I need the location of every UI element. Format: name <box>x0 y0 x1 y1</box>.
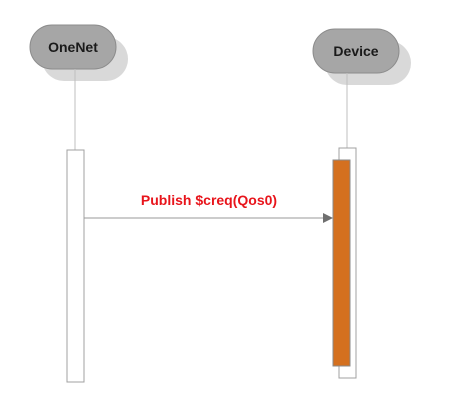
activation-bar-device <box>332 159 351 367</box>
message-arrowhead <box>323 213 333 223</box>
actor-onenet: OneNet <box>29 24 128 81</box>
message-label: Publish $creq(Qos0) <box>141 192 277 208</box>
actor-device-label: Device <box>333 43 378 59</box>
actor-device: Device <box>312 28 411 85</box>
message-publish-creq: Publish $creq(Qos0) <box>84 192 333 223</box>
actor-onenet-box <box>29 24 117 70</box>
actor-onenet-label: OneNet <box>48 39 98 55</box>
actor-device-box <box>312 28 400 74</box>
activation-bar-onenet <box>66 149 85 383</box>
